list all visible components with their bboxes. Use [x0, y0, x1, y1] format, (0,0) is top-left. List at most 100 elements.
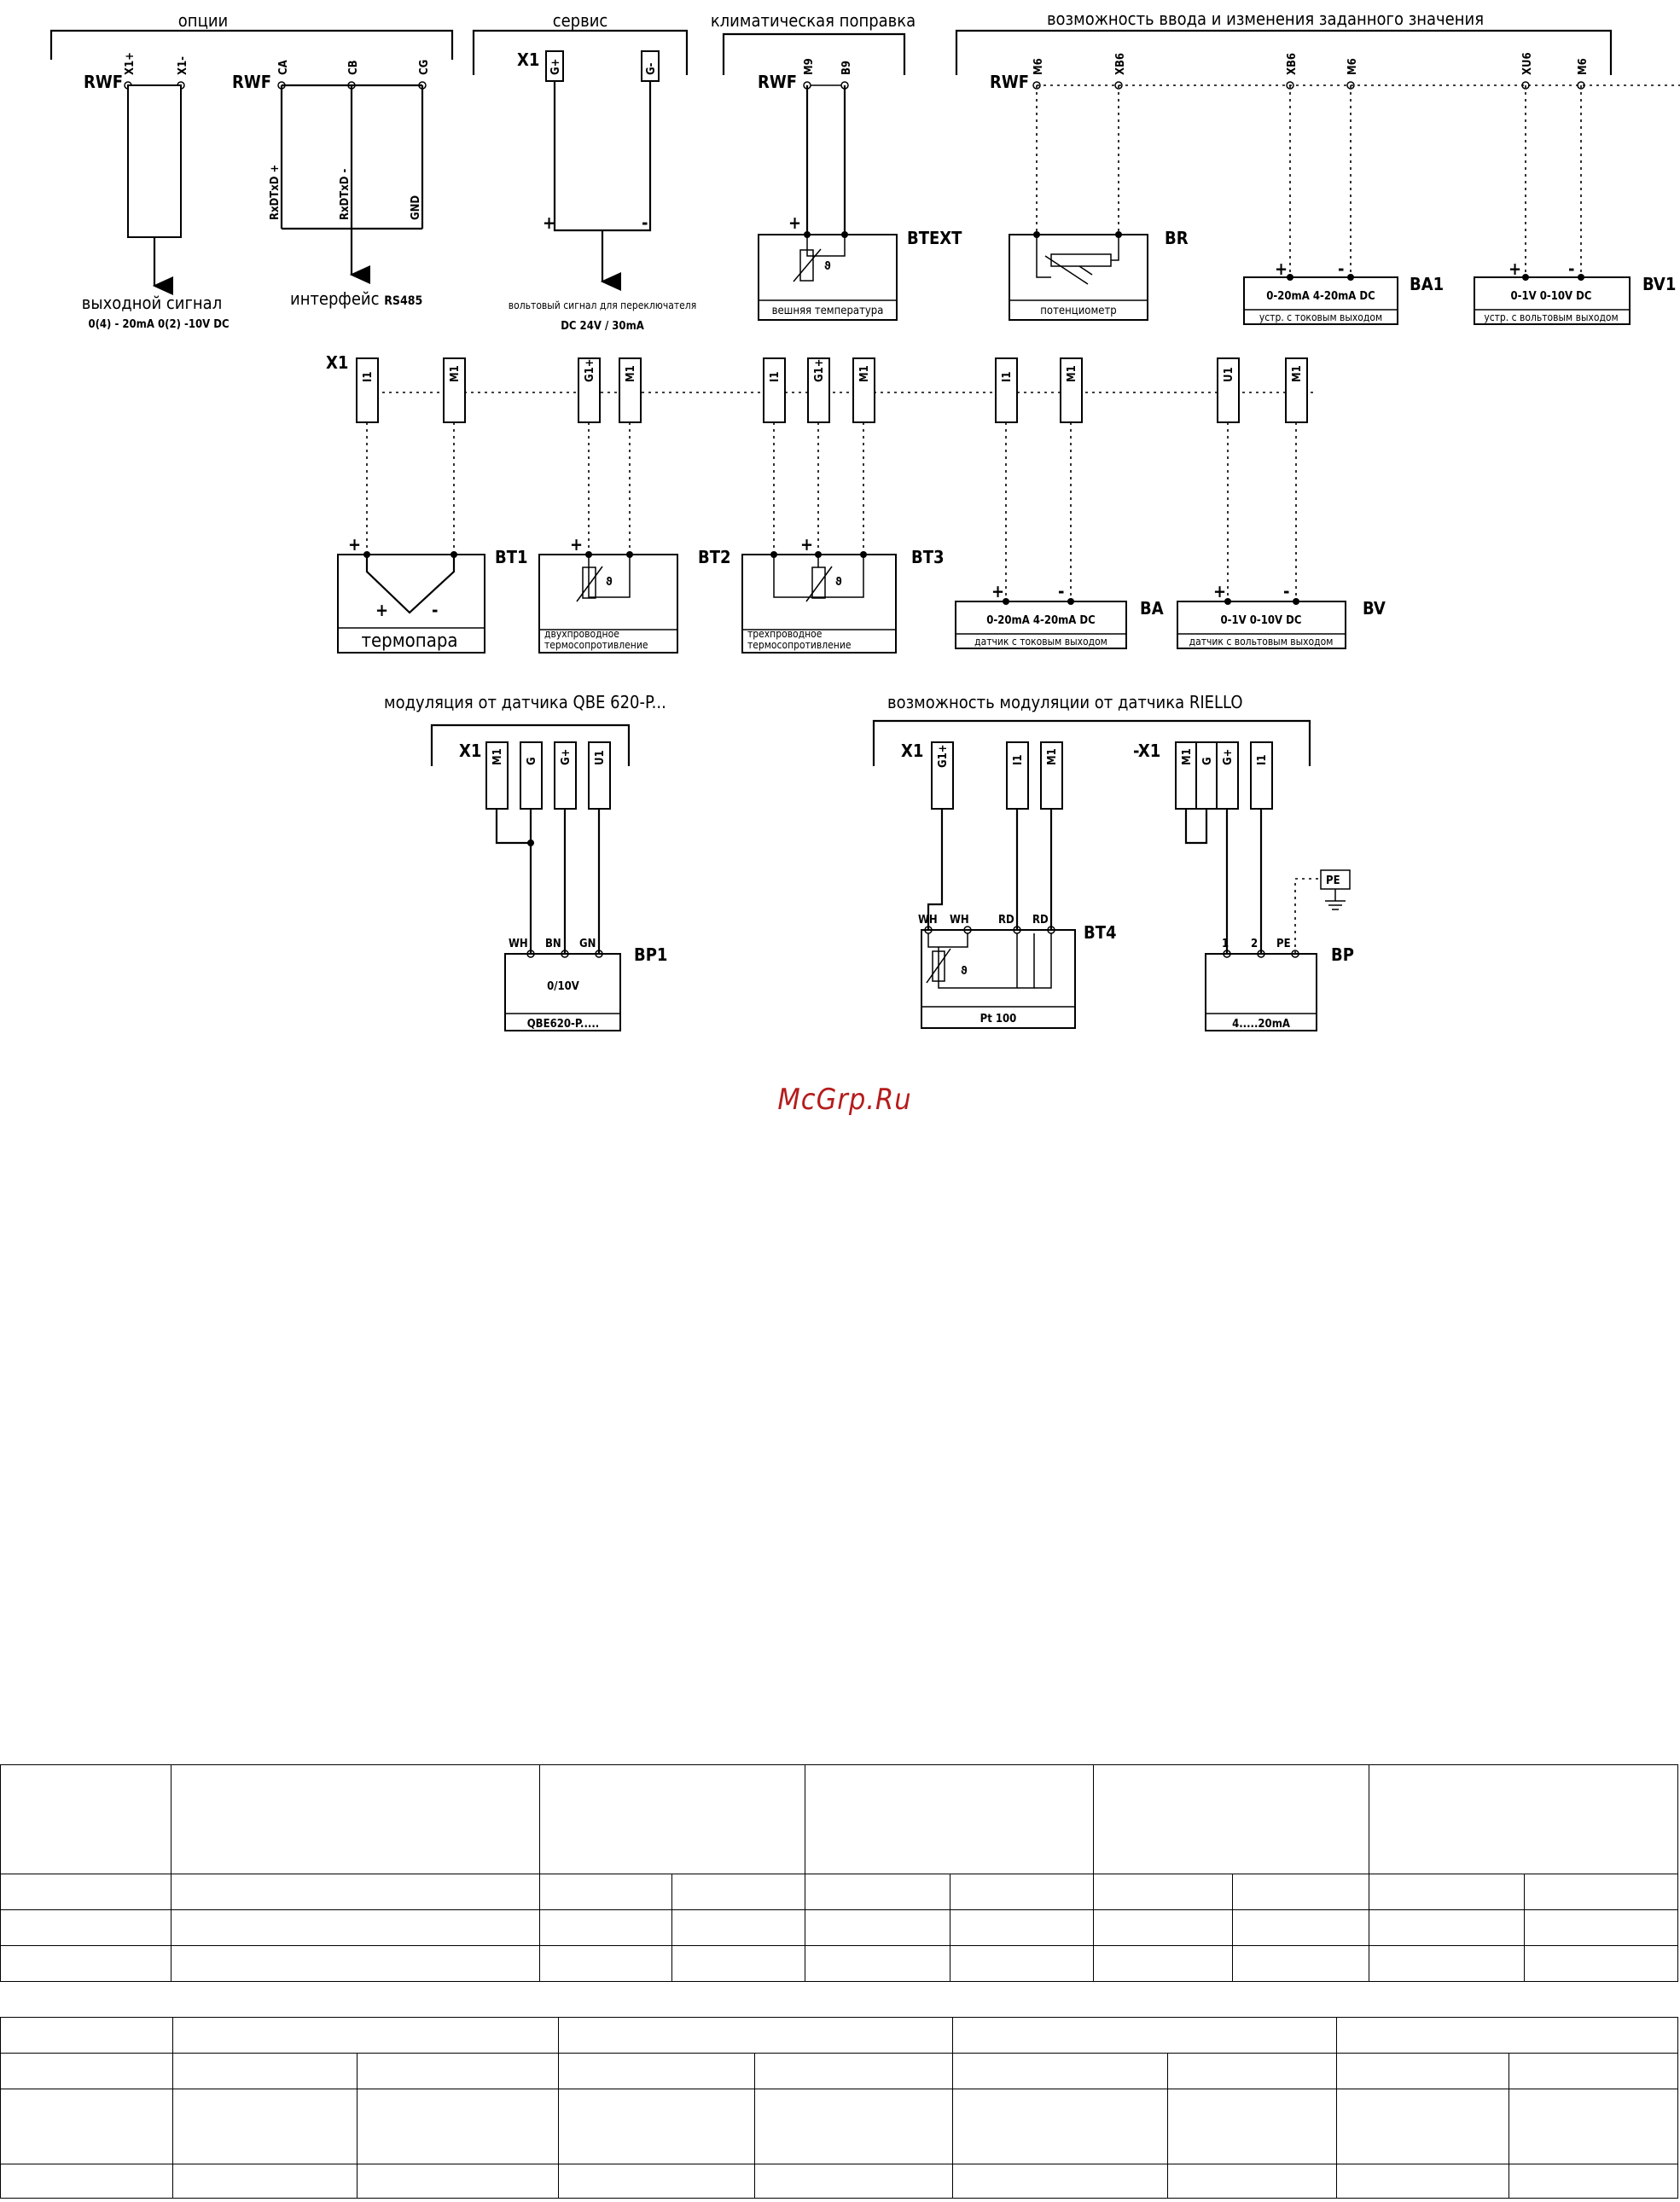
- btext-caption: вешняя температура: [772, 305, 884, 317]
- pin-g1p-a: G1+: [584, 358, 596, 382]
- output-signal-block: RWF X1+ X1- выходной сигнал 0(4) - 20mA …: [82, 52, 230, 331]
- table1-cell: [1232, 1909, 1369, 1946]
- table2-cell: [1167, 2164, 1337, 2199]
- table1-cell: [539, 1874, 672, 1910]
- table2-cell: [1167, 2053, 1337, 2089]
- pin-m1-e: M1: [1291, 365, 1304, 382]
- bt4-wh-2: WH: [950, 914, 969, 927]
- header-setpoint: возможность ввода и изменения заданного …: [1047, 9, 1484, 29]
- watermark: McGrp.Ru: [777, 1083, 911, 1117]
- pin-gnd: GND: [410, 195, 422, 220]
- setpoint-block: RWF M6 XB6 XB6 M6 XU6 M6 BR потенциометр…: [990, 52, 1680, 325]
- bt2-caption-2: термосопротивление: [544, 639, 648, 651]
- table2-cell: [952, 2089, 1168, 2164]
- table1-cell: [1524, 1874, 1678, 1910]
- table2-cell: [0, 2089, 173, 2164]
- table1-cell: [539, 1945, 672, 1982]
- bt4-rd-1: RD: [998, 914, 1014, 927]
- plus-bt1-top: +: [348, 534, 361, 555]
- bv1-caption: устр. с вольтовым выходом: [1484, 311, 1618, 323]
- ba1-caption: устр. с токовым выходом: [1259, 311, 1382, 323]
- table1-cell: [1369, 1764, 1678, 1874]
- table1-cell: [1093, 1874, 1233, 1910]
- table1-cell: [1369, 1909, 1525, 1946]
- theta-bt2: ϑ: [606, 576, 613, 589]
- table1-cell: [671, 1909, 805, 1946]
- table1-cell: [671, 1945, 805, 1982]
- pin-xb6-b: XB6: [1286, 53, 1299, 75]
- table1-cell: [0, 1874, 171, 1910]
- pin-m1-d: M1: [1066, 365, 1078, 382]
- pin-x1p: X1+: [124, 52, 137, 75]
- table1-cell: [950, 1945, 1094, 1982]
- rwf-label-2: RWF: [232, 72, 271, 92]
- pin-cg: CG: [418, 60, 431, 75]
- table2-cell: [357, 2164, 559, 2199]
- service-block: X1 G+ G- + - вольтовый сигнал для перекл…: [509, 49, 696, 333]
- table1-cell: [1093, 1909, 1233, 1946]
- plus-bv: +: [1213, 581, 1226, 601]
- bp-pin-2: 2: [1251, 938, 1258, 950]
- bp-pin-1: 1: [1222, 938, 1229, 950]
- bt2-caption-1: двухпроводное: [544, 628, 619, 640]
- table1-cell: [0, 1909, 171, 1946]
- pin-xb6-a: XB6: [1114, 53, 1127, 75]
- plus-ba1: +: [1275, 259, 1288, 279]
- x1neg-label: -X1: [1133, 741, 1160, 761]
- volt-signal-label: вольтовый сигнал для переключателя: [509, 299, 696, 311]
- bv-label: BV: [1363, 598, 1386, 619]
- table2-cell: [172, 2053, 358, 2089]
- table2-cell: [952, 2017, 1337, 2054]
- table2-cell: [1509, 2053, 1678, 2089]
- bt2-label: BT2: [698, 547, 731, 567]
- pin-m6-b: M6: [1346, 58, 1359, 75]
- pin-m9: M9: [803, 58, 816, 75]
- minus-bv1: -: [1568, 259, 1574, 279]
- bp-caption: 4.....20mA: [1232, 1018, 1290, 1031]
- table2-cell: [558, 2164, 755, 2199]
- btext-label: BTEXT: [907, 228, 962, 248]
- rs485-block: RWF CA CB CG RxDTxD + RxDTxD - GND интер…: [232, 60, 431, 309]
- out-signal-label: выходной сигнал: [82, 293, 222, 313]
- table1-cell: [171, 1945, 540, 1982]
- pin-g1p-b: G1+: [813, 358, 826, 382]
- table1-cell: [0, 1764, 171, 1874]
- bt1-thermocouple: + + - BT1 термопара: [337, 534, 528, 654]
- table1-cell: [1369, 1945, 1525, 1982]
- pin-g1p-r: G1+: [937, 744, 950, 768]
- section-brackets: [49, 29, 1613, 75]
- table1-cell: [171, 1909, 540, 1946]
- header-service: сервис: [553, 10, 608, 31]
- bv-voltage-sensor: + - 0-1V 0-10V DC датчик с вольтовым вых…: [1177, 581, 1386, 649]
- table2-cell: [558, 2053, 755, 2089]
- bt2-two-wire: ϑ + BT2 двухпроводное термосопротивление: [538, 534, 731, 654]
- pin-xu6: XU6: [1521, 52, 1534, 75]
- table1-cell: [805, 1764, 1094, 1874]
- x1-label-mid: X1: [326, 352, 348, 373]
- table2-cell: [0, 2053, 173, 2089]
- table2-cell: [172, 2017, 559, 2054]
- bt4-caption: Pt 100: [980, 1013, 1017, 1025]
- pin-i1-a: I1: [362, 372, 375, 383]
- table1-cell: [950, 1874, 1094, 1910]
- pin-u1-q: U1: [594, 750, 607, 765]
- table1-cell: [1093, 1945, 1233, 1982]
- table2-cell: [1336, 2017, 1678, 2054]
- minus-ba1: -: [1338, 259, 1344, 279]
- table2-cell: [357, 2089, 559, 2164]
- table1-cell: [1369, 1874, 1525, 1910]
- bt3-caption-2: термосопротивление: [747, 639, 852, 651]
- br-label: BR: [1165, 228, 1189, 248]
- out-range-label: 0(4) - 20mA 0(2) -10V DC: [88, 318, 229, 331]
- br-caption: потенциометр: [1040, 305, 1116, 317]
- table1-cell: [539, 1909, 672, 1946]
- pin-m6-a: M6: [1032, 58, 1045, 75]
- ba-label: BA: [1140, 598, 1164, 619]
- bracket-riello: [872, 719, 1311, 766]
- plus-service: +: [543, 212, 555, 233]
- table1-cell: [1524, 1945, 1678, 1982]
- table1-cell: [171, 1764, 540, 1874]
- bt3-label: BT3: [911, 547, 945, 567]
- empty-table-1: [0, 1764, 1678, 1982]
- bv1-range: 0-1V 0-10V DC: [1511, 290, 1592, 303]
